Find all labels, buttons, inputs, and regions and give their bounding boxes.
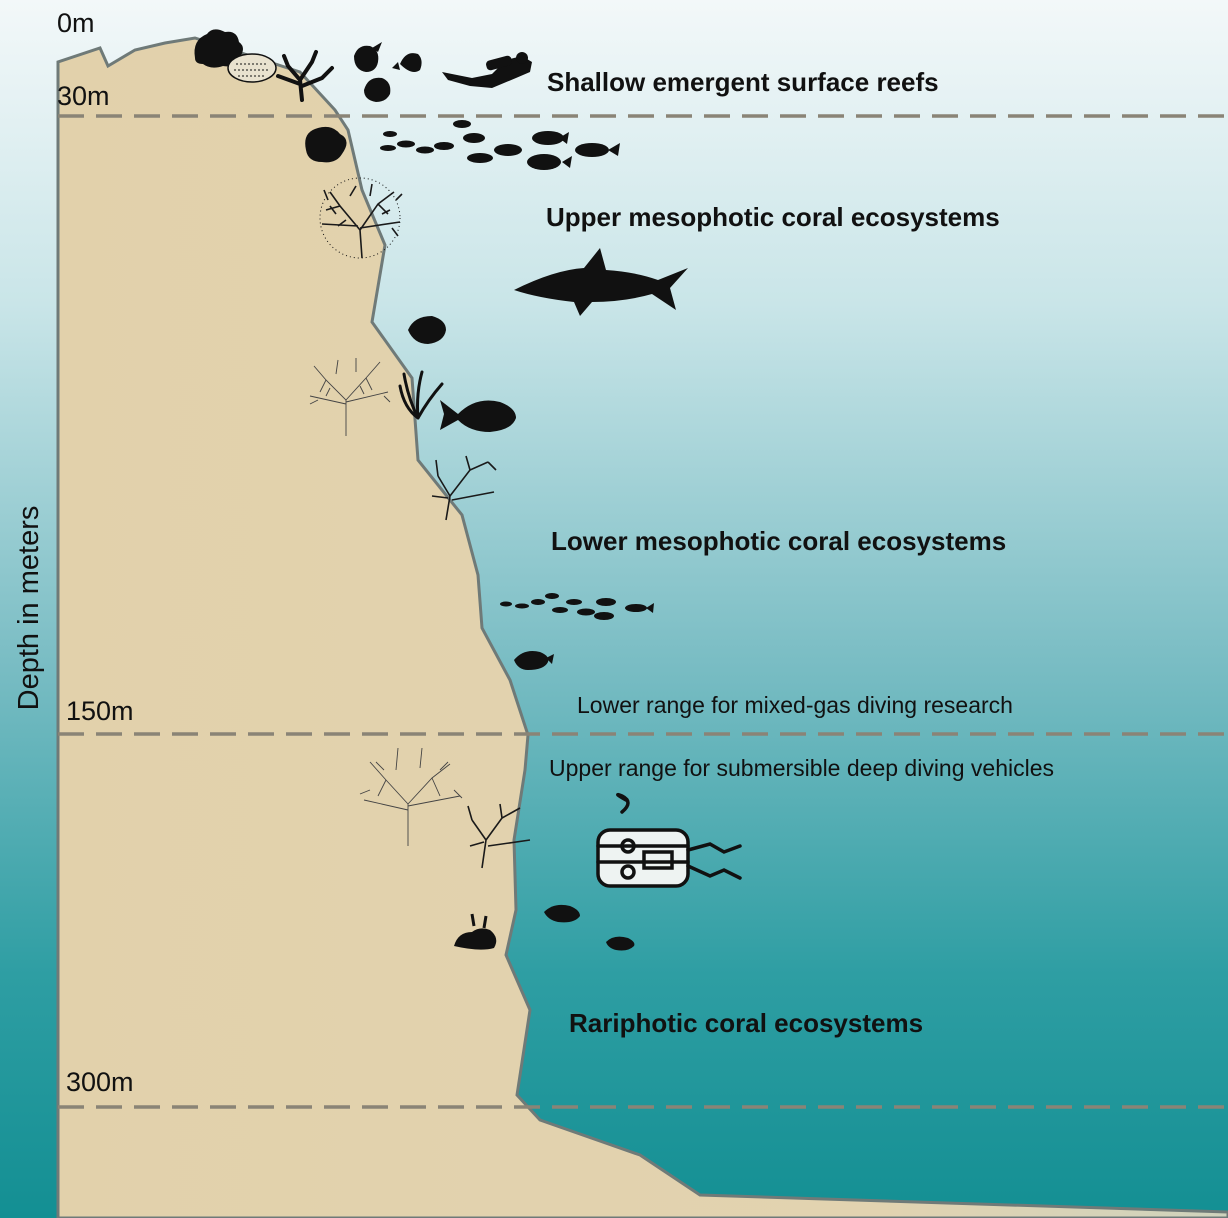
zone-label-lower-mesophotic: Lower mesophotic coral ecosystems: [551, 526, 1006, 556]
depth-label-30m: 30m: [57, 81, 110, 111]
y-axis-label: Depth in meters: [13, 506, 45, 711]
zone-label-upper-mesophotic: Upper mesophotic coral ecosystems: [546, 202, 1000, 232]
depth-label-300m: 300m: [66, 1067, 134, 1097]
depth-label-0m: 0m: [57, 8, 95, 38]
note-mixed-gas-diving: Lower range for mixed-gas diving researc…: [577, 692, 1013, 718]
zone-label-shallow: Shallow emergent surface reefs: [547, 67, 939, 97]
depth-label-150m: 150m: [66, 696, 134, 726]
note-submersible-range: Upper range for submersible deep diving …: [549, 755, 1054, 781]
zone-label-rariphotic: Rariphotic coral ecosystems: [569, 1008, 923, 1038]
